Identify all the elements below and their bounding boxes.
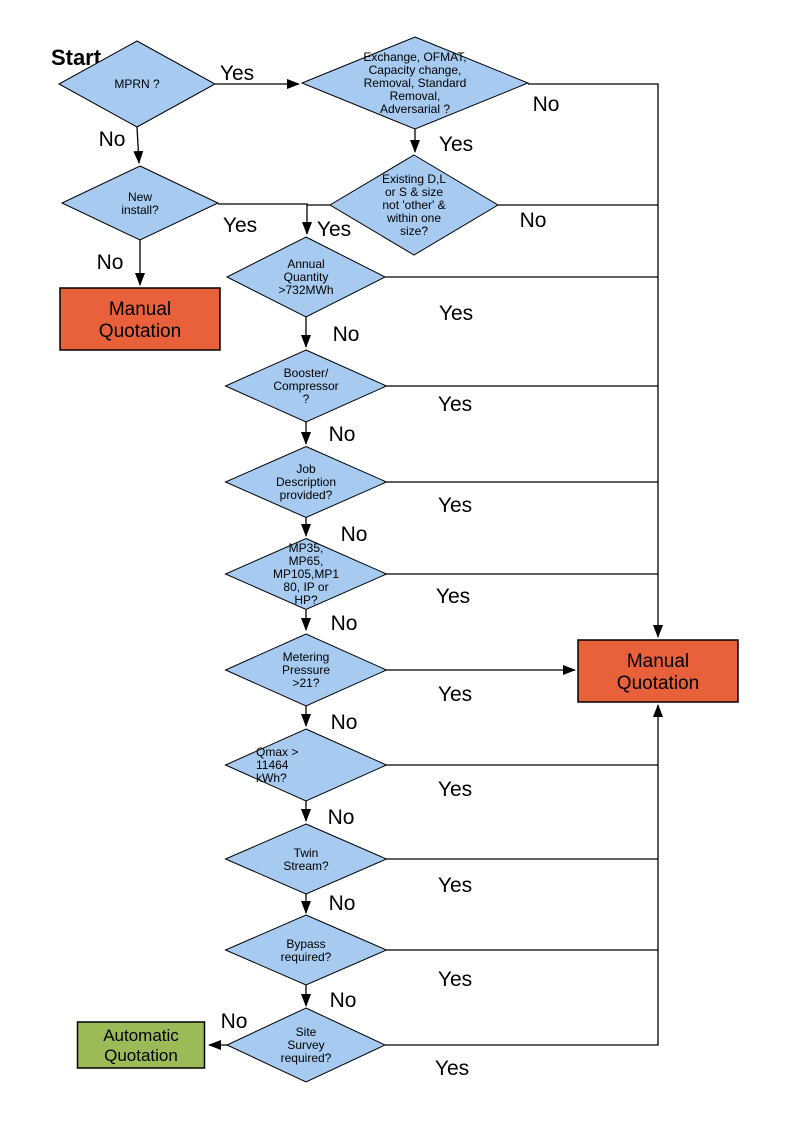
twin-stream-diamond-shape [224,823,388,895]
edge-label-exchange-no: No [533,93,560,116]
edge-label-bypass-yes: Yes [438,968,472,991]
node-mprn: MPRN ? [57,40,217,128]
edge-label-mprn-no: No [99,128,126,151]
edge-label-twin-yes: Yes [438,874,472,897]
job-desc-diamond-shape [224,445,388,519]
edge-survey-yes [385,704,663,1046]
node-exchange: Exchange, OFMAT,Capacity change,Removal,… [300,36,530,130]
manual-right-box-shape [577,639,739,703]
edge-label-booster-no: No [329,423,356,446]
booster-diamond-shape [224,349,388,423]
bypass-diamond-shape [224,914,388,986]
edge-label-qmax-no: No [328,806,355,829]
edge-label-annual-yes: Yes [439,302,473,325]
metering-diamond-shape [224,633,388,707]
edge-label-qmax-yes: Yes [438,778,472,801]
mprn-label: MPRN ? [114,77,160,91]
exchange-label: Exchange, OFMAT,Capacity change,Removal,… [363,50,466,116]
booster-label: Booster/Compressor? [273,366,338,406]
manual-left-box-shape [59,287,221,351]
edge-label-existing-no: No [520,209,547,232]
edge-exchange-no [528,83,663,638]
edge-label-existing-yes: Yes [317,218,351,241]
edge-label-mp-yes: Yes [436,585,470,608]
edge-label-booster-yes: Yes [438,393,472,416]
edge-label-survey-no: No [221,1010,248,1033]
exchange-diamond-shape [300,36,530,130]
edge-label-job-no: No [341,523,368,546]
mp-range-diamond-shape [224,537,388,611]
edge-label-bypass-no: No [330,989,357,1012]
mprn-diamond-shape [57,40,217,128]
edge-label-survey-yes: Yes [435,1057,469,1080]
edge-label-job-yes: Yes [438,494,472,517]
existing-diamond-shape [329,154,499,256]
edge-label-mprn-yes: Yes [220,62,254,85]
edge-label-annual-no: No [333,323,360,346]
edge-label-mp-no: No [331,612,358,635]
site-survey-diamond-shape [225,1007,387,1083]
node-booster: Booster/Compressor? [224,349,388,423]
edge-newinstall-yes [218,203,312,235]
qmax-diamond-shape [224,728,388,802]
edge-label-metering-yes: Yes [438,683,472,706]
auto-box-shape [76,1021,206,1069]
edge-label-metering-no: No [331,711,358,734]
annual-qty-diamond-shape [225,236,387,318]
edge-label-newinstall-yes: Yes [223,214,257,237]
edge-label-exchange-yes: Yes [439,133,473,156]
edge-label-newinstall-no: No [97,251,124,274]
edge-mprn-no [133,126,144,164]
new-install-diamond-shape [60,165,220,241]
edge-label-twin-no: No [329,892,356,915]
